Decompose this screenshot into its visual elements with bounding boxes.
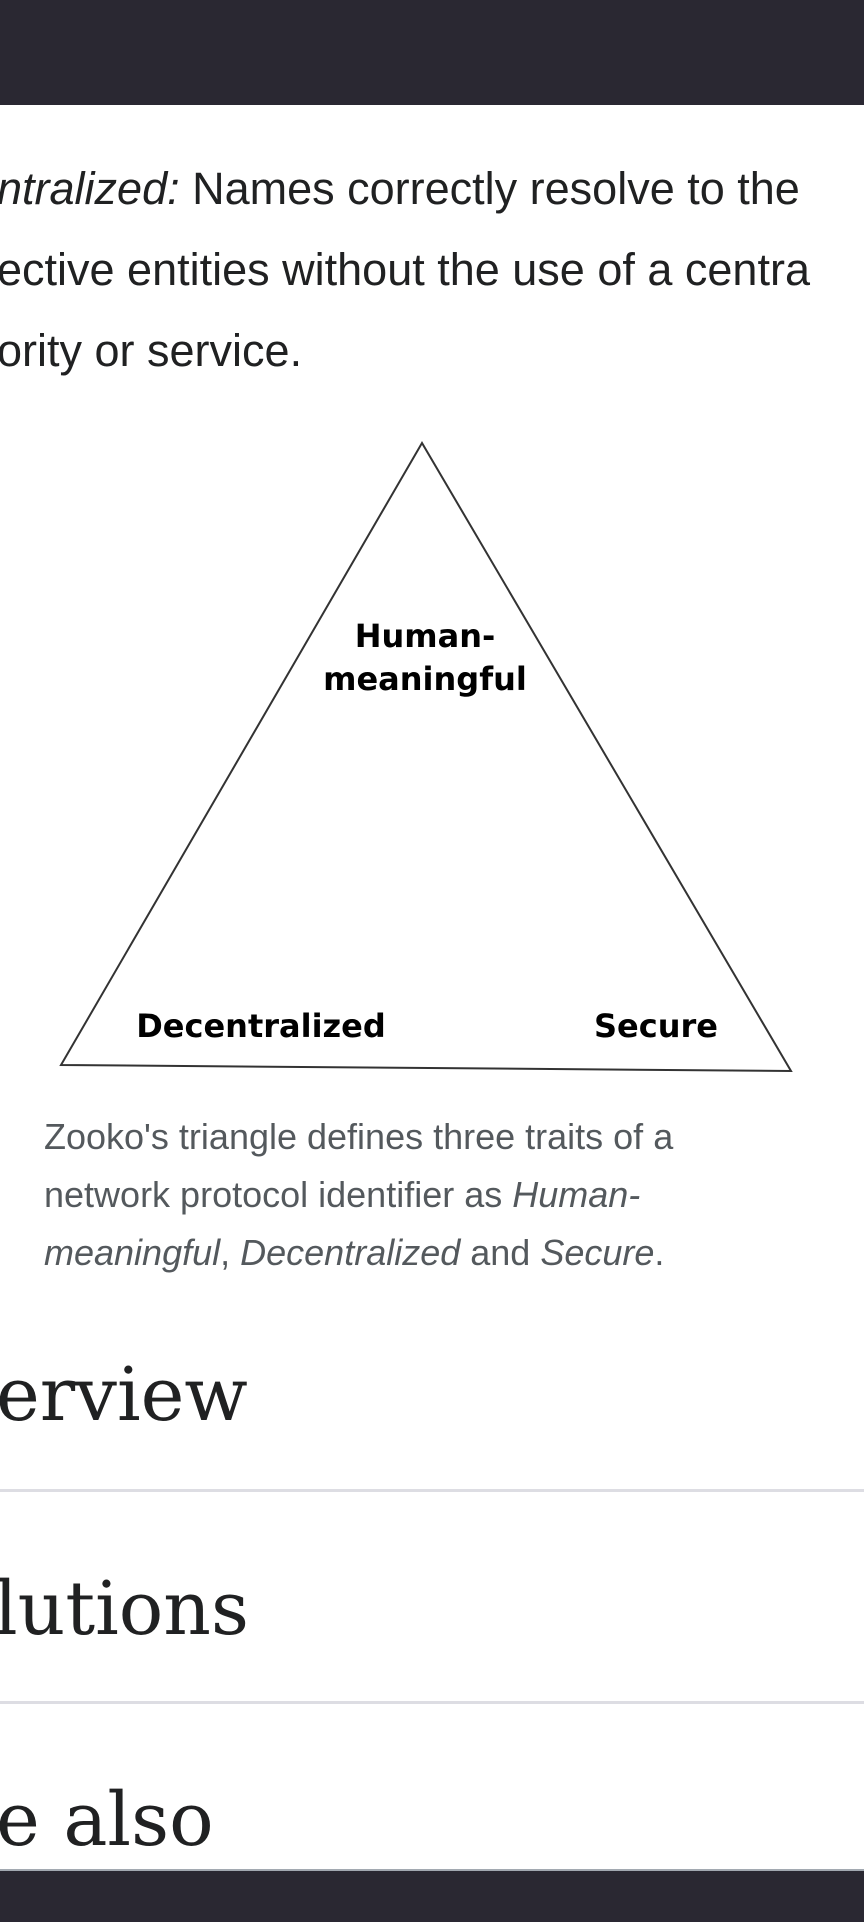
figure-caption: Zooko's triangle defines three traits of… <box>44 1108 764 1282</box>
section-heading-see-also[interactable]: e also <box>0 1777 214 1863</box>
section-heading-overview[interactable]: erview <box>0 1352 248 1438</box>
caption-em: Human-meaningful <box>44 1174 641 1273</box>
zookos-triangle-figure[interactable]: Human- meaningful Decentralized Secure <box>0 0 864 1100</box>
section-divider <box>0 1701 864 1704</box>
paragraph-line: ective entities without the use of a cen… <box>0 244 810 295</box>
caption-em: Secure <box>540 1232 655 1273</box>
term-italic: ntralized: <box>0 163 180 214</box>
paragraph-line: ntralized: Names correctly resolve to th… <box>0 148 800 229</box>
label-human: Human- <box>355 617 496 655</box>
label-decentralized: Decentralized <box>136 1007 386 1045</box>
caption-text: and <box>460 1232 541 1273</box>
label-meaningful: meaningful <box>323 660 527 698</box>
section-heading-solutions[interactable]: lutions <box>0 1566 249 1652</box>
triangle-shape <box>59 441 793 1073</box>
section-divider <box>0 1489 864 1492</box>
caption-text: , <box>220 1232 241 1273</box>
top-app-bar <box>0 0 864 105</box>
caption-text: . <box>654 1232 665 1273</box>
bottom-bar <box>0 1869 864 1922</box>
label-secure: Secure <box>594 1007 718 1045</box>
caption-text: Zooko's triangle defines three traits of… <box>44 1116 674 1215</box>
caption-em: Decentralized <box>240 1232 461 1273</box>
paragraph-line: ority or service. <box>0 325 303 376</box>
paragraph-text: Names correctly resolve to the <box>179 163 800 214</box>
